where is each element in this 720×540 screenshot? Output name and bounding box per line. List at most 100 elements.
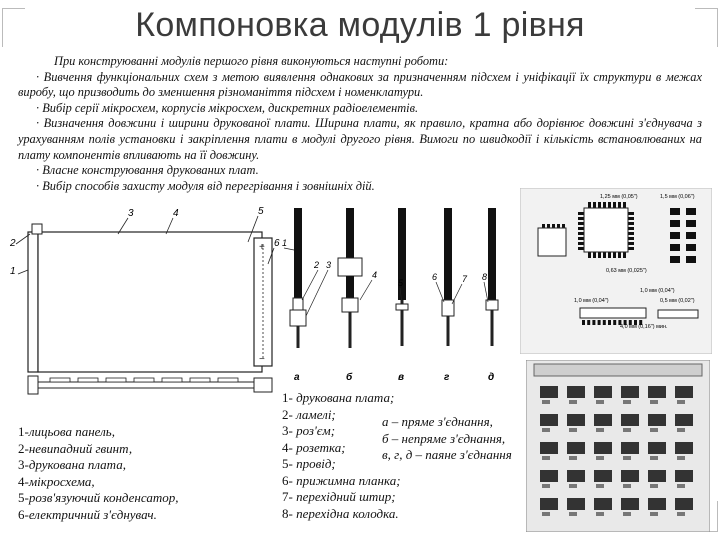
pad [613, 320, 617, 325]
pad [639, 320, 643, 325]
pad [557, 224, 560, 228]
legend-item: 5- провід; [282, 456, 401, 473]
photo-component [677, 400, 685, 404]
pad [623, 252, 626, 258]
pad [578, 237, 584, 240]
side-chip [217, 377, 239, 383]
pad [686, 232, 696, 239]
legend-number: 3 [18, 457, 25, 472]
board-a [294, 208, 302, 298]
pad [618, 202, 621, 208]
photo-chip [567, 386, 585, 398]
callout-label: 3 [128, 208, 134, 219]
photo-chips [540, 386, 693, 516]
pad [628, 247, 634, 250]
photo-chip [621, 498, 639, 510]
photo-chip [621, 414, 639, 426]
photo-component [650, 512, 658, 516]
callout-label: 7 [462, 274, 468, 284]
callout-label: 6 [274, 238, 280, 249]
photo-component [677, 428, 685, 432]
board-side-view [37, 381, 263, 389]
legend-connectors: 1- друкована плата; 2- ламелі; 3- роз'єм… [282, 390, 401, 522]
dimension-label: 0,5 мм (0,02") [660, 298, 695, 304]
legend-item: 2-невипадний гвинт, [18, 441, 178, 458]
pad [628, 242, 634, 245]
pad [552, 224, 555, 228]
photo-chip [675, 414, 693, 426]
board-g [444, 208, 452, 300]
photo-chip [540, 442, 558, 454]
intro-item: · Визначення довжини і ширини друкованої… [18, 116, 702, 162]
pad [634, 320, 637, 325]
intro-item: · Вибір серії мікросхем, корпусів мікрос… [36, 100, 419, 115]
legend-number: 4 [18, 473, 25, 489]
photo-chip [621, 470, 639, 482]
intro-item: · Вибір способів захисту модуля від пере… [36, 178, 375, 193]
photo-chip [594, 498, 612, 510]
pad [670, 220, 680, 227]
pad [686, 220, 696, 227]
legend-number: 6 [18, 506, 25, 522]
photo-chip [567, 498, 585, 510]
legend-number: 6 [282, 472, 289, 488]
legend-text: -мікросхема, [24, 473, 95, 489]
legend-item: б – непряме з'єднання, [382, 430, 506, 446]
pad [686, 208, 696, 215]
pad [547, 224, 550, 228]
pad [618, 320, 622, 325]
legend-text: -розв'язуючий конденсатор, [24, 490, 179, 505]
pad [628, 227, 634, 230]
front-panel [27, 231, 39, 373]
photo-component [542, 484, 550, 488]
pad [686, 244, 696, 251]
photo-component [542, 512, 550, 516]
pad [578, 212, 584, 215]
printed-board [37, 231, 263, 373]
footprint-pads [542, 202, 696, 325]
legend-number: 2 [18, 440, 25, 456]
callout-label: 5 [398, 278, 404, 288]
pad [608, 202, 611, 208]
callout-label: 8 [482, 272, 487, 282]
legend-text: -невипадний гвинт, [24, 440, 133, 456]
pad [628, 217, 634, 220]
callout-label: 1 [282, 238, 287, 248]
photo-component [596, 456, 604, 460]
photo-component [650, 456, 658, 460]
legend-number: 8 [282, 505, 289, 521]
variant-label: в [398, 372, 404, 383]
photo-chip [594, 414, 612, 426]
photo-component [650, 400, 658, 404]
photo-chip [675, 498, 693, 510]
legend-text: - друкована плата; [288, 390, 395, 405]
legend-item: 5-розв'язуючий конденсатор, [18, 490, 178, 507]
callout-label: 5 [258, 206, 264, 217]
board-photo [526, 360, 710, 532]
dimension-label: 1,0 мм (0,04") [574, 298, 609, 304]
photo-chip [540, 386, 558, 398]
photo-component [542, 428, 550, 432]
callout-label: 2 [9, 238, 16, 249]
legend-text: - розетка; [288, 439, 346, 455]
photo-component [596, 512, 604, 516]
photo-component [569, 400, 577, 404]
photo-chip [675, 470, 693, 482]
qfp-body [583, 207, 629, 253]
photo-chip [648, 498, 666, 510]
pad [608, 252, 611, 258]
pad [582, 320, 585, 325]
pad [628, 320, 632, 325]
callout-label: 6 [432, 272, 437, 282]
pad [562, 224, 565, 228]
pad [578, 247, 584, 250]
photo-component [623, 484, 631, 488]
legend-number: 4 [282, 439, 289, 455]
photo-component [677, 456, 685, 460]
legend-number: 3 [282, 423, 289, 438]
photo-component [623, 428, 631, 432]
pad [593, 202, 596, 208]
legend-text: -лицьова панель, [24, 424, 115, 439]
pad [628, 212, 634, 215]
legend-item: 3-друкована плата, [18, 457, 178, 474]
